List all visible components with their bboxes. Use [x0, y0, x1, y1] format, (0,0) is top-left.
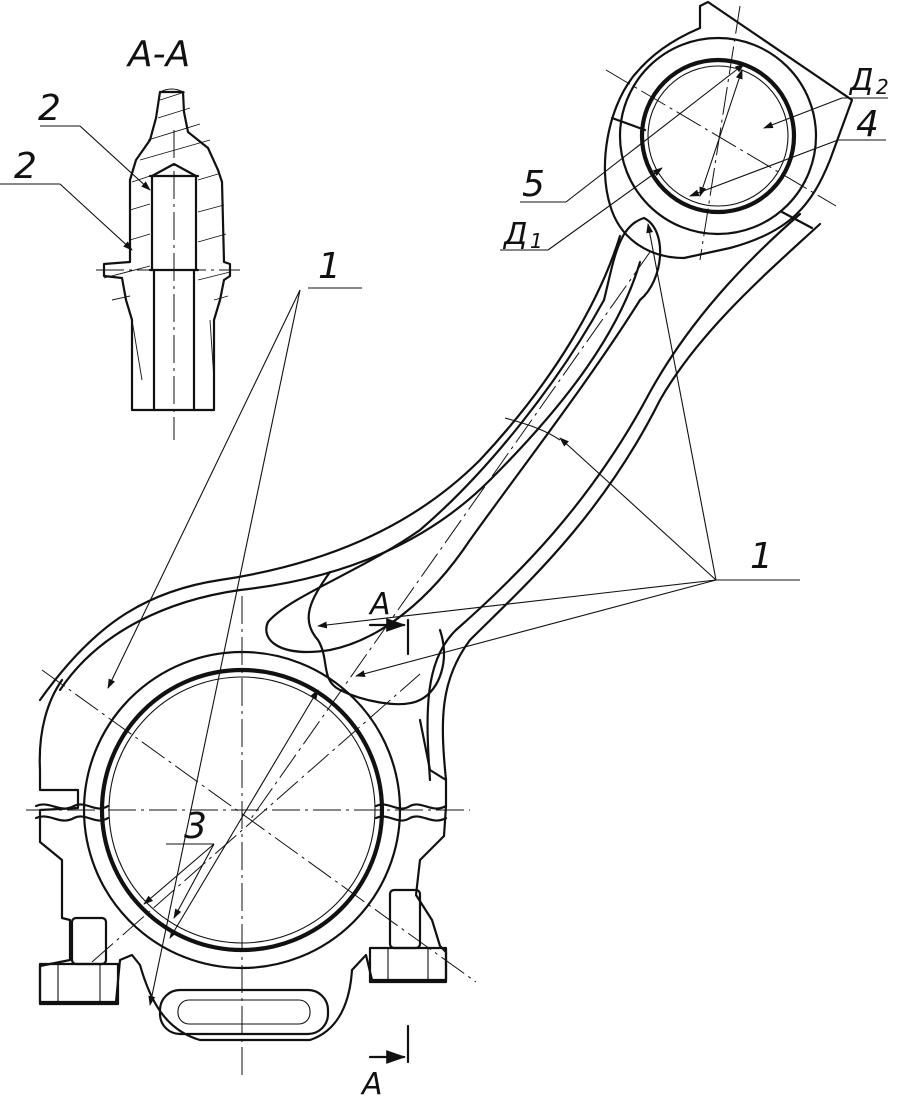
svg-text:Д: Д [848, 63, 873, 98]
svg-text:1: 1 [530, 229, 543, 253]
callout-1-right: 1 [750, 536, 773, 577]
callout-labels: 1 1 2 2 3 4 5 Д 1 Д 2 [14, 63, 889, 847]
section-a-a: А-А [96, 34, 240, 440]
callout-d2: Д 2 [848, 63, 889, 99]
callout-d1: Д 1 [502, 217, 543, 253]
callout-5: 5 [522, 164, 545, 205]
callout-1-left: 1 [318, 246, 341, 287]
cut-label-top: А [368, 587, 391, 622]
section-top-fillet [159, 88, 184, 93]
callout-4: 4 [856, 104, 879, 145]
cutting-plane-a: А А [360, 587, 410, 1096]
callout-3: 3 [184, 806, 207, 847]
section-hatching [103, 91, 231, 381]
callout-2-upper: 2 [38, 88, 61, 129]
svg-text:2: 2 [876, 75, 889, 99]
section-outline [102, 90, 232, 412]
svg-text:Д: Д [502, 217, 527, 252]
leader-lines [0, 63, 888, 1006]
small-end [603, 0, 854, 260]
rod-shank [38, 212, 822, 782]
connecting-rod [26, 0, 854, 1076]
callout-2-lower: 2 [14, 146, 37, 187]
section-title: А-А [126, 34, 190, 75]
cut-label-bottom: А [360, 1067, 383, 1096]
